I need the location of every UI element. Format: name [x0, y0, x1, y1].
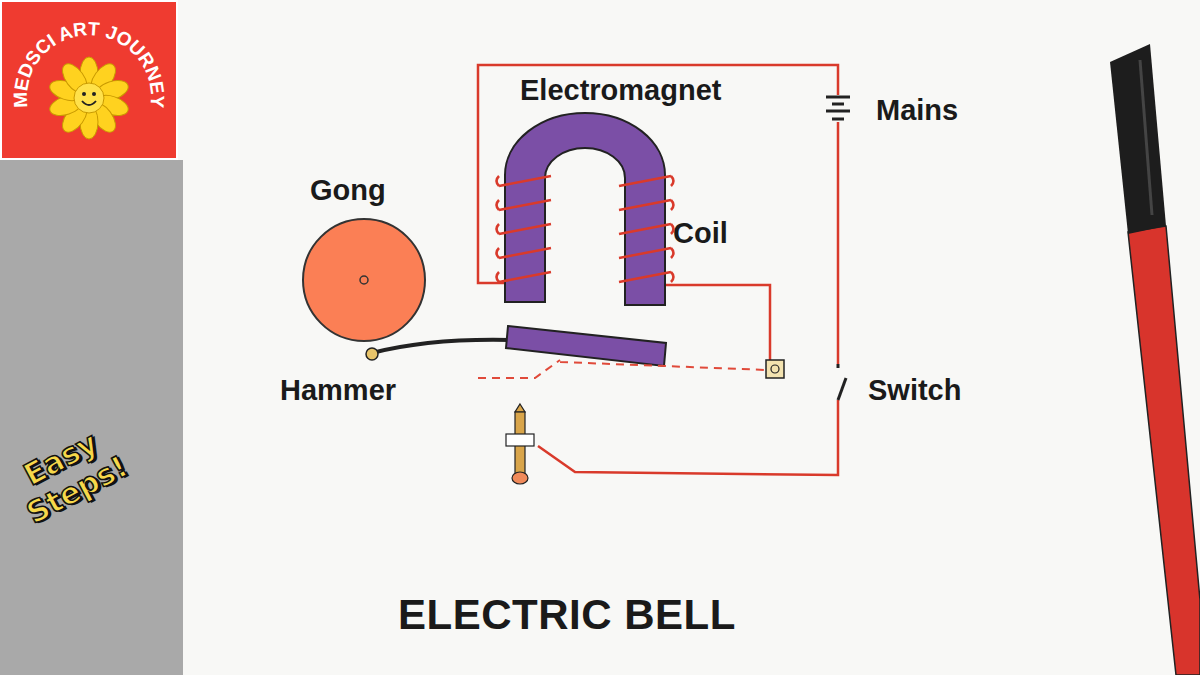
- marker-body: [1128, 226, 1200, 675]
- gong-dome: [303, 219, 425, 341]
- spring-strip: [478, 360, 767, 378]
- part-label: Switch: [868, 376, 961, 405]
- badge-text: Easy Steps!: [0, 414, 143, 536]
- battery-symbol: [832, 103, 844, 106]
- switch-blade: [838, 378, 846, 400]
- part-label: Coil: [673, 219, 728, 248]
- marker-clip: [1140, 60, 1152, 215]
- logo-box: MEDSCI ART JOURNEY: [0, 0, 178, 160]
- part-label: Hammer: [280, 376, 396, 405]
- logo-text: MEDSCI ART JOURNEY: [10, 18, 168, 109]
- part-label: Electromagnet: [520, 76, 721, 105]
- side-band: Easy Steps!: [0, 160, 183, 675]
- coil-turn: [619, 272, 674, 282]
- hammer-head: [366, 348, 378, 360]
- logo-text: MEDSCI ART JOURNEY: [10, 18, 168, 109]
- coil-turn: [619, 248, 674, 258]
- marker-cap: [1110, 44, 1166, 234]
- contact-screw: [515, 404, 525, 412]
- diagram-title: ELECTRIC BELL: [398, 594, 736, 636]
- terminal-screw: [771, 365, 779, 373]
- coil-winding: [497, 176, 674, 282]
- part-label: Mains: [876, 96, 958, 125]
- coil-turn: [619, 224, 674, 234]
- part-label: Gong: [310, 176, 386, 205]
- logo-art: MEDSCI ART JOURNEY: [0, 0, 178, 160]
- armature: [506, 326, 666, 366]
- hammer-arm: [372, 340, 512, 353]
- wire: [665, 285, 770, 360]
- face-eye: [82, 92, 86, 96]
- screw-nut: [506, 434, 534, 446]
- face-eye: [92, 92, 96, 96]
- coil-turn: [619, 176, 674, 186]
- terminal: [766, 360, 784, 378]
- coil-turn: [619, 200, 674, 210]
- wire: [538, 400, 838, 475]
- coil-turn: [497, 176, 552, 186]
- wire: [837, 122, 840, 364]
- battery-symbol: [826, 110, 850, 113]
- coil-turn: [497, 248, 552, 258]
- switch-contact: [837, 364, 840, 368]
- flower-center: [74, 83, 104, 113]
- battery-symbol: [826, 96, 850, 99]
- face-smile: [82, 101, 96, 105]
- coil-turn: [497, 224, 552, 234]
- battery-symbol: [832, 118, 844, 121]
- coil-turn: [497, 272, 552, 282]
- screw-tip: [512, 472, 528, 484]
- gong-bolt: [360, 276, 368, 284]
- coil-turn: [497, 200, 552, 210]
